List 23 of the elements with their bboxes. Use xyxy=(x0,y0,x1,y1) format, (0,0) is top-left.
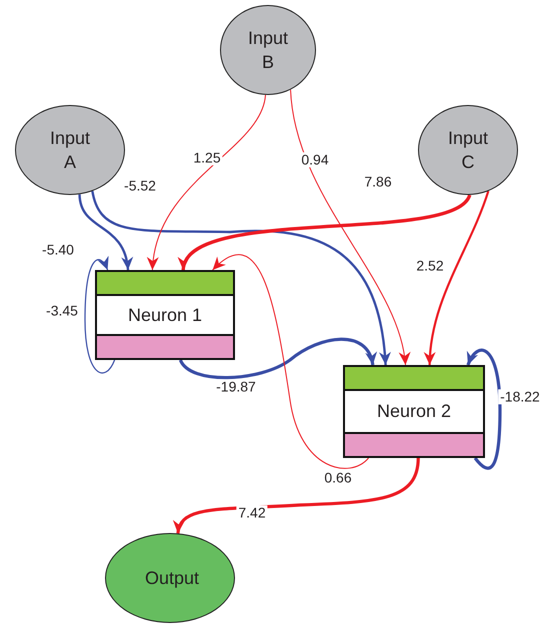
node-label: Input A xyxy=(48,126,92,174)
edge-label: 1.25 xyxy=(191,150,223,166)
neuron-box xyxy=(343,365,485,458)
arrow xyxy=(174,458,420,534)
node-label: Input C xyxy=(446,126,490,174)
arrow xyxy=(290,89,410,366)
edge-label: -5.40 xyxy=(40,242,76,258)
edge-label: 7.86 xyxy=(362,174,394,190)
edge-label: -19.87 xyxy=(214,379,258,395)
edge-label: 0.94 xyxy=(299,152,331,168)
arrow xyxy=(212,254,370,469)
arrow xyxy=(84,256,116,374)
edge-label: -3.45 xyxy=(44,303,80,319)
node-label: Neuron 2 xyxy=(376,400,452,424)
edge-label: 0.66 xyxy=(322,470,354,486)
arrow xyxy=(78,194,132,270)
node-label: Neuron 1 xyxy=(128,304,202,327)
neuron-box xyxy=(95,270,235,360)
node-label: Input B xyxy=(246,26,290,74)
edge-label: -5.52 xyxy=(122,178,158,194)
arrow xyxy=(179,338,376,380)
arrow xyxy=(466,348,502,470)
edge-label: -18.22 xyxy=(498,389,542,405)
